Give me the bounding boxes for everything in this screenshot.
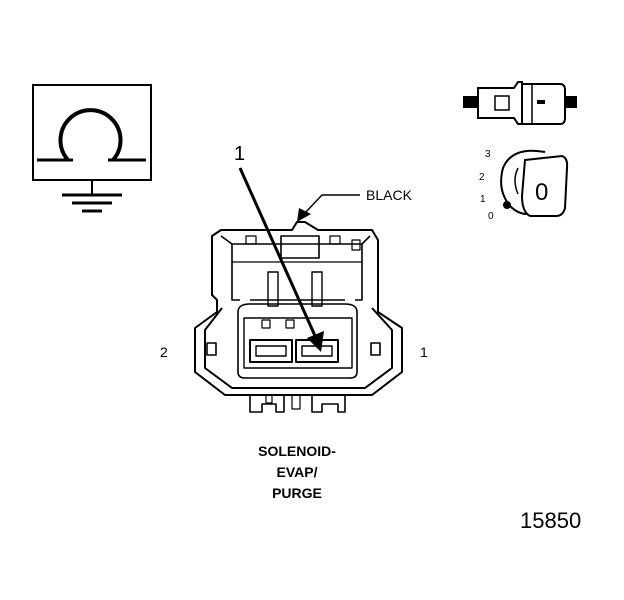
- connector-side-view-icon: [463, 81, 577, 125]
- pin-label-left: 2: [160, 344, 168, 360]
- part-name-line-1: SOLENOID-: [258, 443, 336, 459]
- callout-number: 1: [234, 143, 245, 165]
- callout-arrow: [238, 167, 324, 352]
- part-name-line-3: PURGE: [272, 485, 322, 501]
- figure-number: 15850: [520, 508, 582, 533]
- wire-color-label: BLACK: [366, 187, 413, 203]
- position-label-0: 0: [488, 211, 494, 222]
- lock-position-icon: [500, 149, 569, 217]
- ohm-symbol-box: [32, 84, 152, 181]
- part-name-line-2: EVAP/: [276, 464, 318, 480]
- color-leader-arrow: [297, 194, 360, 222]
- pin-label-right: 1: [420, 344, 428, 360]
- position-label-2: 2: [479, 172, 485, 183]
- lock-mark: 0: [535, 179, 548, 206]
- ground-icon: [62, 180, 122, 213]
- connector-face: [194, 221, 403, 413]
- part-name: SOLENOID- EVAP/ PURGE: [222, 441, 372, 504]
- position-label-3: 3: [485, 149, 491, 160]
- position-label-1: 1: [480, 194, 486, 205]
